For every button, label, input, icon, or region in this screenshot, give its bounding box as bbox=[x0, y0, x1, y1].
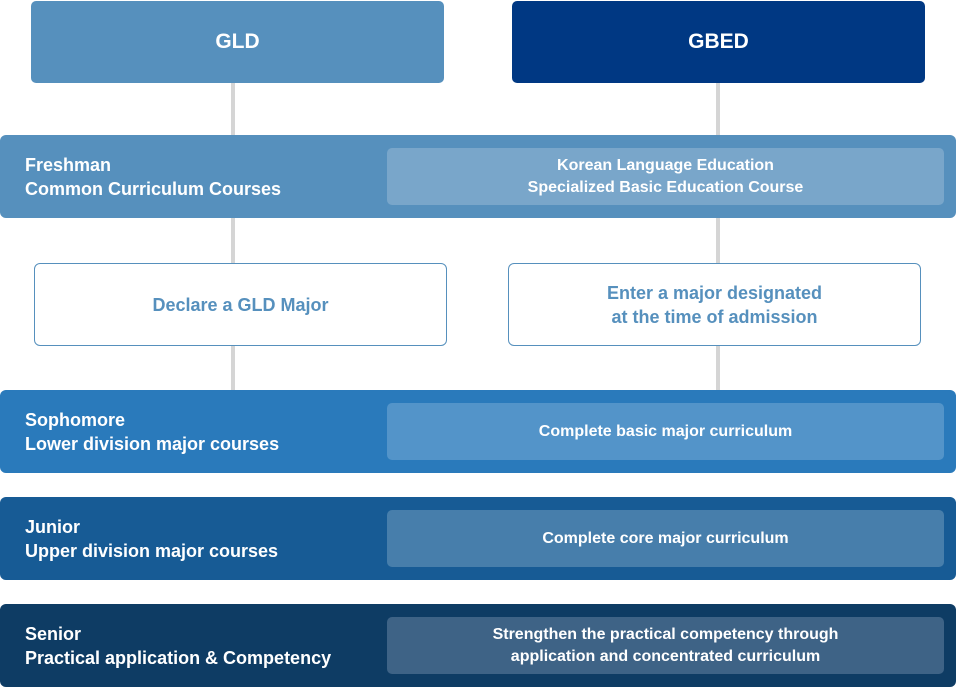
gld-major-step: Declare a GLD Major bbox=[34, 263, 447, 346]
gbed-content-line: Complete core major curriculum bbox=[542, 529, 789, 547]
year-row-senior: Senior Practical application & Competenc… bbox=[0, 604, 956, 687]
gbed-major-step-text: Enter a major designated bbox=[606, 282, 823, 303]
year-description: Upper division major courses bbox=[25, 540, 279, 561]
year-row-sophomore: Sophomore Lower division major courses C… bbox=[0, 390, 956, 473]
gld-column-header: GLD bbox=[31, 1, 444, 83]
gbed-year-content: Korean Language Education Specialized Ba… bbox=[387, 148, 944, 205]
gbed-year-content: Strengthen the practical competency thro… bbox=[387, 617, 944, 674]
gbed-content-line: application and concentrated curriculum bbox=[510, 647, 821, 665]
gld-major-step-text: Declare a GLD Major bbox=[152, 294, 329, 315]
gbed-title: GBED bbox=[688, 30, 749, 53]
year-row-freshman: Freshman Common Curriculum Courses Korea… bbox=[0, 135, 956, 218]
year-label: Freshman Common Curriculum Courses bbox=[25, 153, 281, 201]
gld-connector-line bbox=[231, 83, 235, 390]
year-label: Junior Upper division major courses bbox=[25, 515, 278, 563]
gbed-major-step: Enter a major designated at the time of … bbox=[508, 263, 921, 346]
year-description: Practical application & Competency bbox=[25, 647, 332, 668]
gbed-year-content: Complete basic major curriculum bbox=[387, 403, 944, 460]
year-name: Freshman bbox=[25, 154, 112, 175]
year-description: Lower division major courses bbox=[25, 433, 280, 454]
gbed-major-step-text: at the time of admission bbox=[611, 306, 818, 327]
year-label: Senior Practical application & Competenc… bbox=[25, 622, 331, 670]
gbed-content-line: Korean Language Education bbox=[557, 156, 774, 174]
year-row-junior: Junior Upper division major courses Comp… bbox=[0, 497, 956, 580]
gbed-year-content: Complete core major curriculum bbox=[387, 510, 944, 567]
gbed-connector-line bbox=[716, 83, 720, 390]
gbed-content-line: Complete basic major curriculum bbox=[538, 422, 793, 440]
year-name: Junior bbox=[25, 516, 81, 537]
gld-title: GLD bbox=[215, 30, 260, 53]
year-description: Common Curriculum Courses bbox=[25, 178, 282, 199]
gbed-column-header: GBED bbox=[512, 1, 925, 83]
gbed-content-line: Strengthen the practical competency thro… bbox=[492, 625, 839, 643]
gbed-content-line: Specialized Basic Education Course bbox=[527, 178, 804, 196]
year-name: Senior bbox=[25, 623, 82, 644]
year-name: Sophomore bbox=[25, 409, 126, 430]
year-label: Sophomore Lower division major courses bbox=[25, 408, 279, 456]
